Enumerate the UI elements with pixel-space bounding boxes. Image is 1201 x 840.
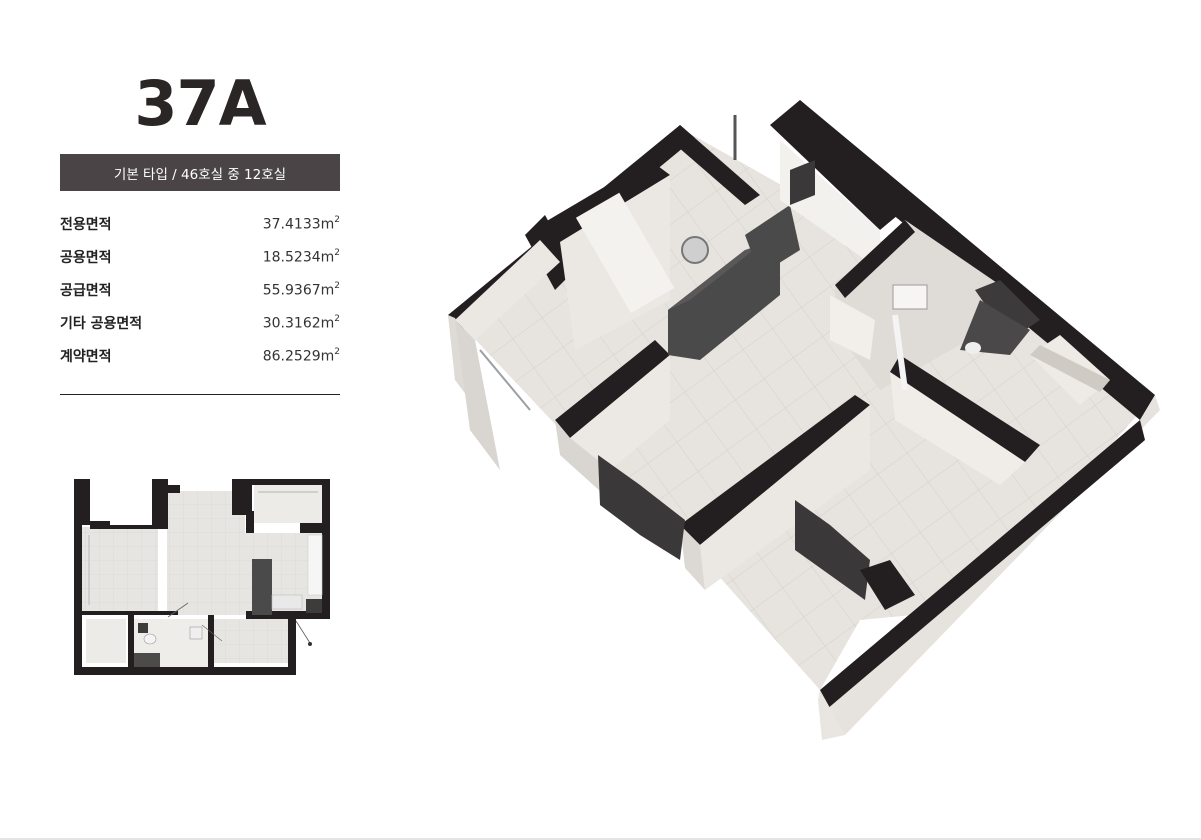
unit-type-banner: 기본 타입 / 46호실 중 12호실 (60, 154, 340, 191)
area-value: 30.3162m2 (262, 314, 340, 332)
page-bottom-rule (0, 838, 1201, 840)
unit-type-title: 37A (134, 67, 266, 140)
area-value: 86.2529m2 (262, 347, 340, 365)
floor-plan-2d-image (74, 479, 330, 675)
area-label: 기타 공용면적 (60, 316, 143, 332)
area-table: 전용면적 37.4133m2 공용면적 18.5234m2 공급면적 55.93… (60, 214, 340, 379)
area-value: 37.4133m2 (262, 215, 340, 233)
area-label: 전용면적 (60, 217, 112, 233)
area-row-contract: 계약면적 86.2529m2 (60, 346, 340, 379)
area-value: 55.9367m2 (262, 281, 340, 299)
table-divider (60, 394, 340, 395)
area-label: 공급면적 (60, 283, 112, 299)
area-value: 18.5234m2 (262, 248, 340, 266)
area-label: 계약면적 (60, 349, 112, 365)
area-label: 공용면적 (60, 250, 112, 266)
area-row-common: 공용면적 18.5234m2 (60, 247, 340, 280)
area-row-exclusive: 전용면적 37.4133m2 (60, 214, 340, 247)
area-row-supply: 공급면적 55.9367m2 (60, 280, 340, 313)
area-row-other-common: 기타 공용면적 30.3162m2 (60, 313, 340, 346)
floor-plan-3d-image (448, 100, 1160, 740)
